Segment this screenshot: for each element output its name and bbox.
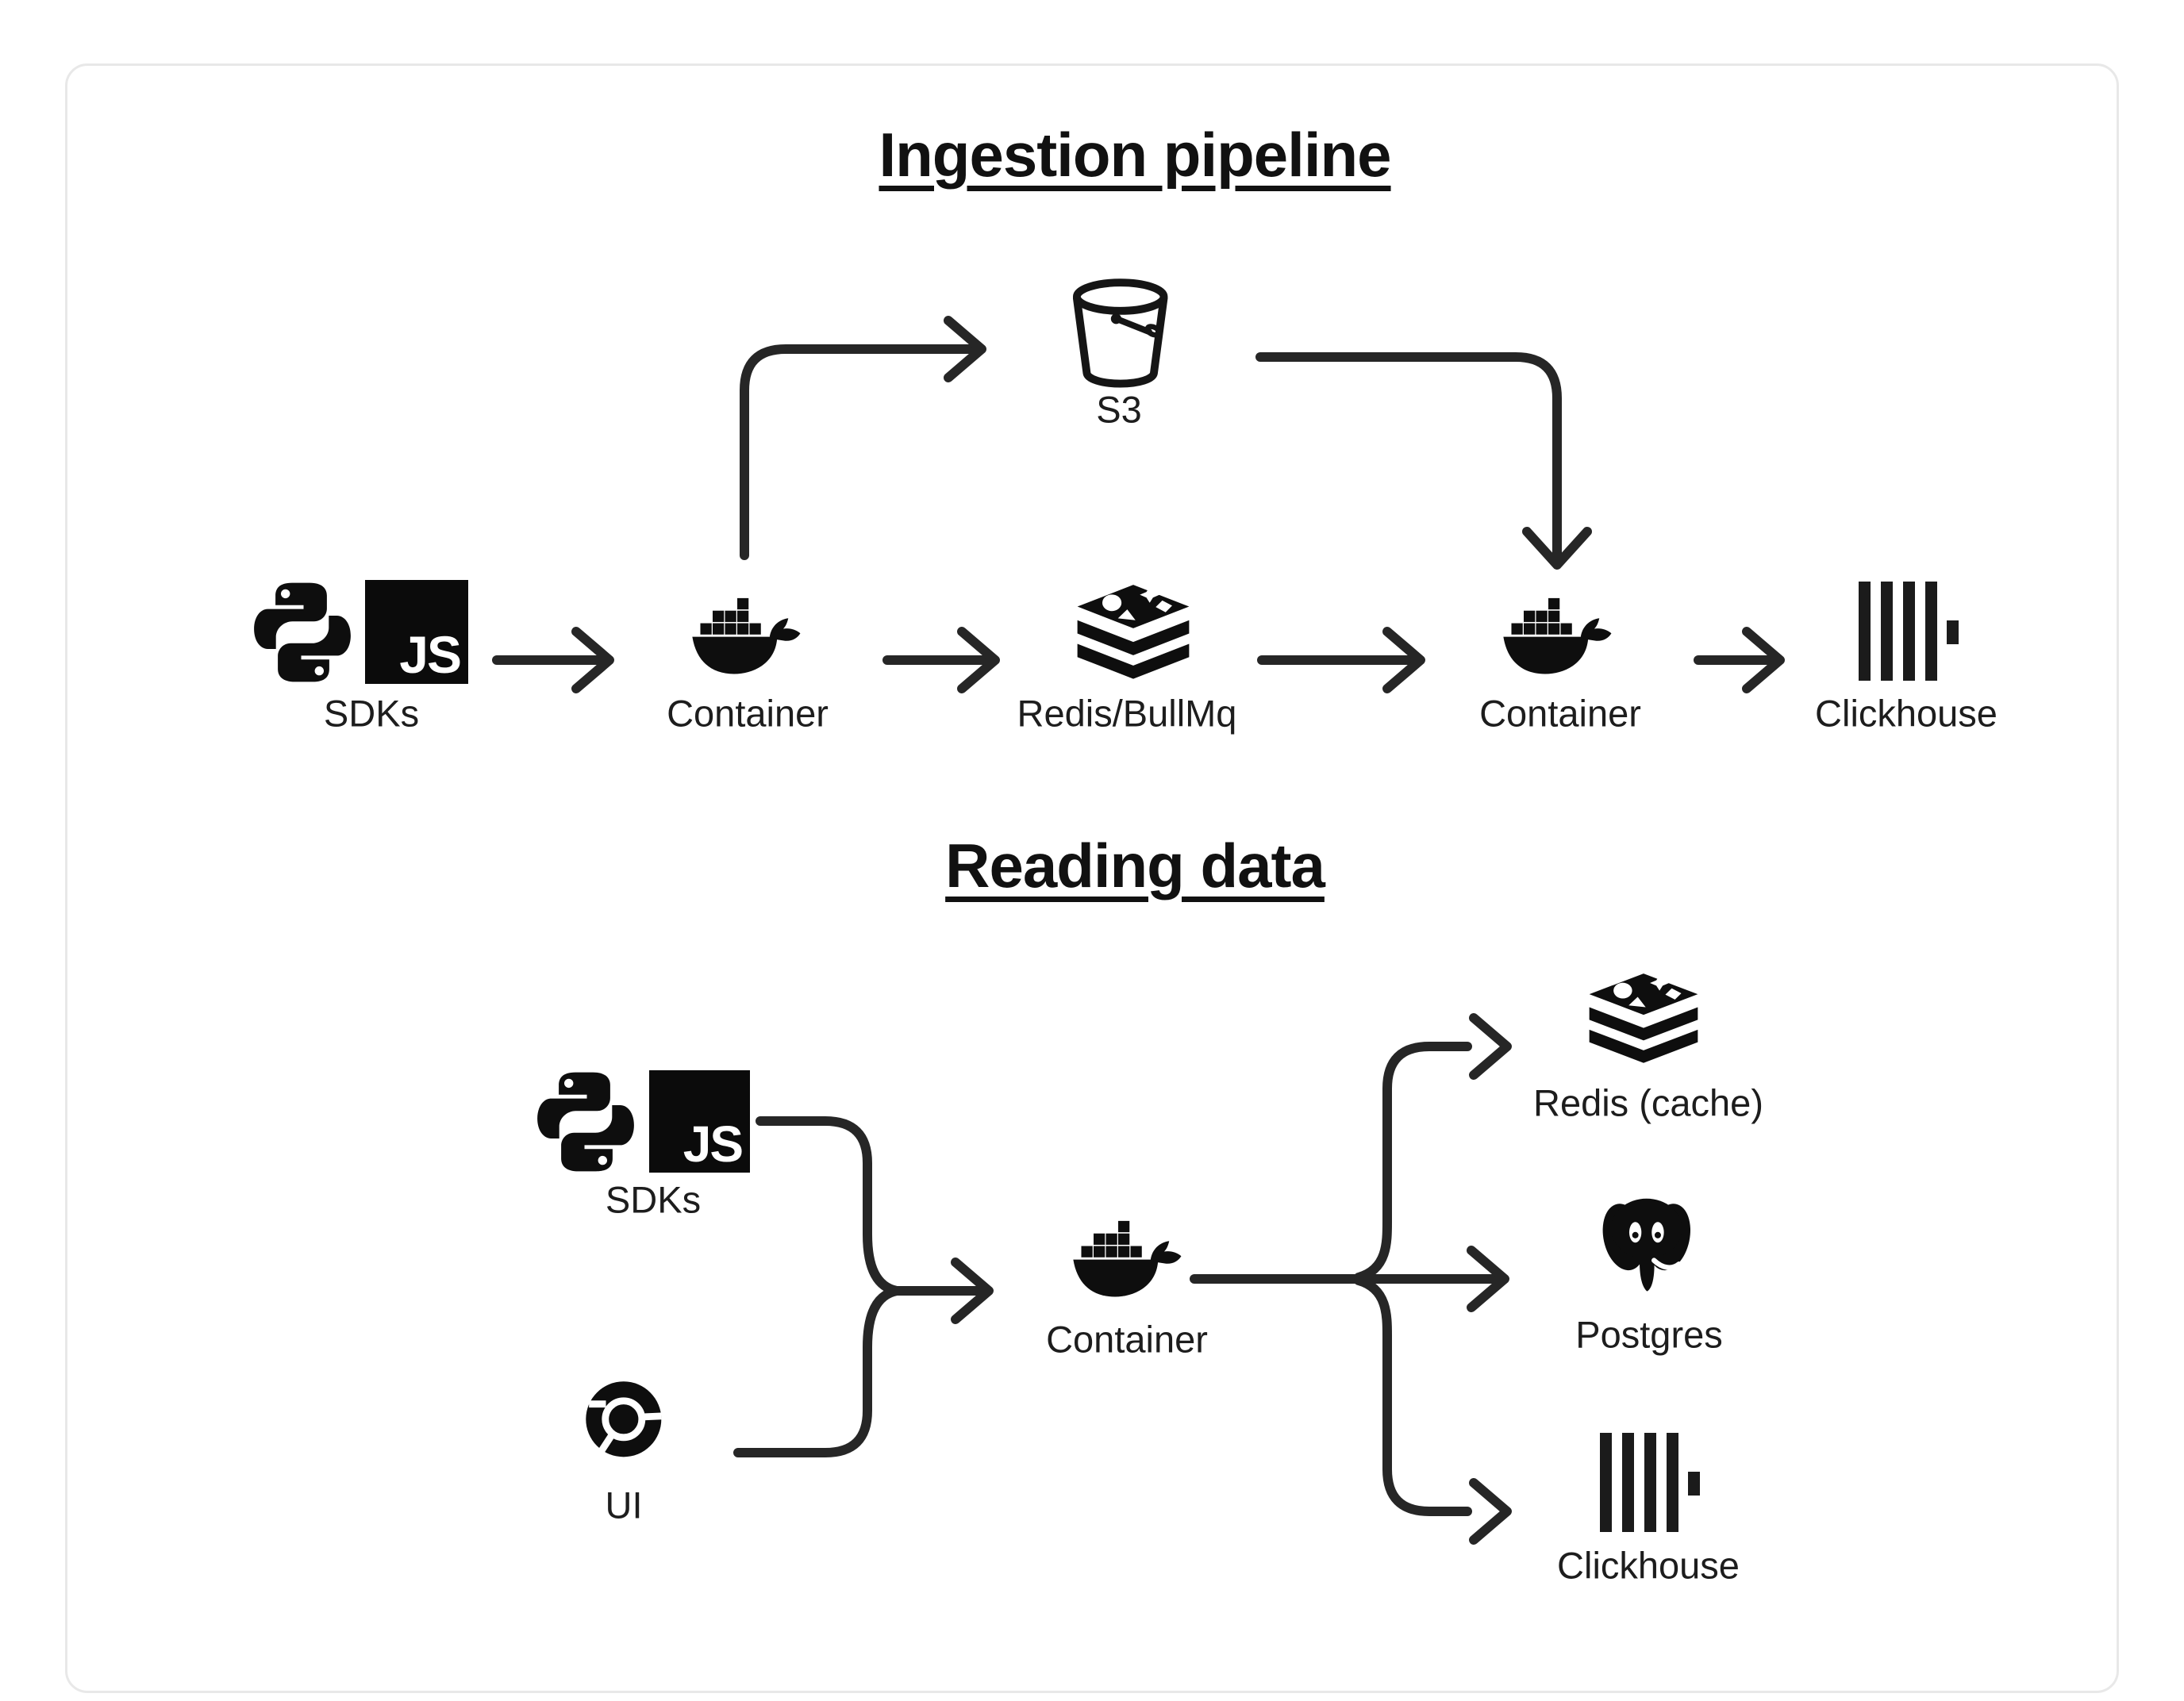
diagram-card <box>65 63 2119 1693</box>
ingestion-connectors <box>492 316 1785 693</box>
s3-bucket-icon <box>1077 282 1164 383</box>
arrowhead-split-to-postgres <box>1467 1246 1509 1312</box>
arrowhead-merge-to-container <box>951 1258 994 1324</box>
redis-icon-cache <box>1589 973 1698 1063</box>
python-icon <box>254 582 351 682</box>
docker-icon-ingest-out <box>1503 597 1612 674</box>
clickhouse-icon-ingest <box>1859 582 1959 681</box>
connector-container-to-s3 <box>740 344 979 560</box>
ingestion-icons: JS <box>254 282 1959 684</box>
docker-icon-reading <box>1073 1220 1182 1297</box>
connector-ui-to-merge <box>733 1286 902 1457</box>
arrowhead-s3-to-container2 <box>1522 527 1592 570</box>
connector-sdks-to-merge <box>756 1116 902 1296</box>
javascript-icon: JS <box>365 580 468 684</box>
label-clickhouse-ingest: Clickhouse <box>1815 692 1998 735</box>
arrowhead-split-to-redis-cache <box>1469 1013 1512 1080</box>
arrowhead-container2-to-clickhouse <box>1742 627 1785 693</box>
connector-split-to-clickhouse <box>1354 1276 1472 1516</box>
label-ui: UI <box>605 1484 643 1526</box>
label-redis-queue: Redis/BullMq <box>1017 692 1237 735</box>
reading-connectors <box>733 1013 1512 1545</box>
label-container-in: Container <box>667 692 829 735</box>
label-container-out: Container <box>1479 692 1641 735</box>
reading-icons: JS <box>537 973 1700 1532</box>
arrowhead-redis-to-container2 <box>1382 627 1425 693</box>
label-container-reading: Container <box>1046 1318 1208 1361</box>
label-sdks-ingest: SDKs <box>323 692 420 735</box>
javascript-icon-reading: JS <box>649 1070 750 1173</box>
javascript-glyph: JS <box>683 1115 743 1173</box>
reading-title: Reading data <box>945 831 1325 900</box>
label-clickhouse-reading: Clickhouse <box>1557 1544 1740 1587</box>
arrowhead-container-to-redis <box>957 627 1000 693</box>
arrowhead-split-to-clickhouse <box>1469 1478 1512 1545</box>
redis-icon-queue <box>1077 585 1190 679</box>
chrome-icon <box>586 1381 661 1457</box>
label-postgres: Postgres <box>1575 1313 1723 1356</box>
label-s3: S3 <box>1096 388 1142 431</box>
label-sdks-reading: SDKs <box>605 1178 702 1221</box>
clickhouse-icon-reading <box>1600 1433 1700 1532</box>
connector-s3-to-container2 <box>1255 352 1562 563</box>
label-redis-cache: Redis (cache) <box>1533 1081 1763 1124</box>
javascript-glyph: JS <box>399 625 460 684</box>
arrowhead-container-to-s3 <box>944 316 986 382</box>
docker-icon-ingest-in <box>692 597 801 674</box>
postgres-icon <box>1597 1199 1696 1292</box>
arrowhead-sdks-to-container <box>571 627 614 693</box>
ingestion-title: Ingestion pipeline <box>879 120 1391 190</box>
connector-split-to-redis-cache <box>1354 1042 1472 1282</box>
python-icon-reading <box>537 1072 634 1172</box>
